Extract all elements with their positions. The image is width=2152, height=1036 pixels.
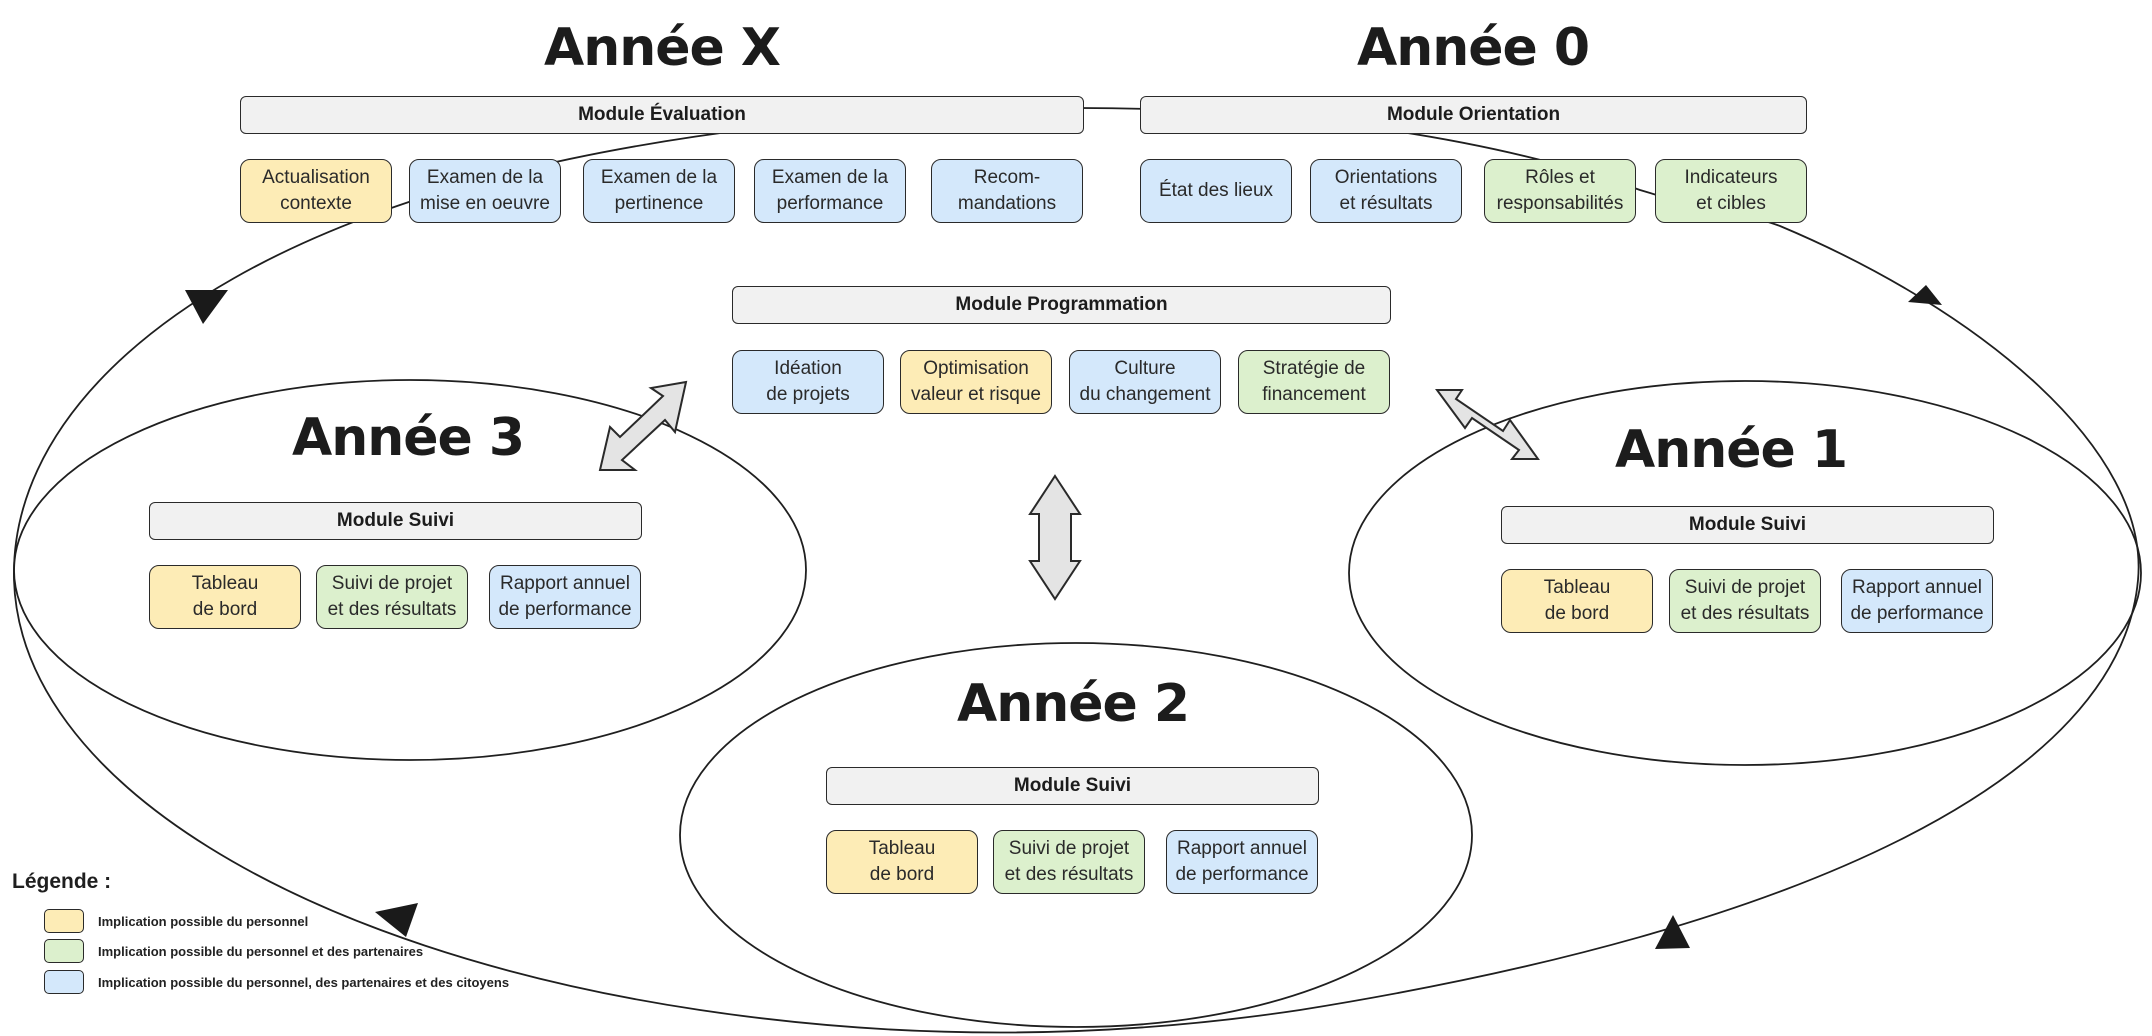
year-1-title: Année 1 — [1614, 420, 1848, 480]
legend-swatch — [44, 970, 84, 994]
item-suivi-projet-resultats: Suivi de projet et des résultats — [993, 830, 1145, 894]
legend-swatch — [44, 909, 84, 933]
legend-title: Légende : — [12, 870, 112, 893]
item-indicateurs-cibles: Indicateurs et cibles — [1655, 159, 1807, 223]
module-programmation-header: Module Programmation — [732, 286, 1391, 324]
legend-label: Implication possible du personnel — [98, 913, 309, 929]
item-examen-mise-en-oeuvre: Examen de la mise en oeuvre — [409, 159, 561, 223]
cycle-arrowhead-left-bottom — [375, 903, 418, 937]
item-suivi-projet-resultats: Suivi de projet et des résultats — [316, 565, 468, 629]
item-suivi-projet-resultats: Suivi de projet et des résultats — [1669, 569, 1821, 633]
item-tableau-de-bord: Tableau de bord — [826, 830, 978, 894]
item-tableau-de-bord: Tableau de bord — [149, 565, 301, 629]
bidirectional-arrow-programmation-year-1 — [1435, 389, 1540, 460]
module-orientation-header: Module Orientation — [1140, 96, 1807, 134]
year-3-title: Année 3 — [291, 408, 525, 468]
bidirectional-arrow-programmation-year-3 — [598, 380, 688, 471]
module-evaluation-header: Module Évaluation — [240, 96, 1084, 134]
cycle-arrowhead-right-top — [1908, 285, 1942, 305]
legend-item-staff-partners-citizens: Implication possible du personnel, des p… — [44, 970, 509, 994]
year-2-ellipse — [679, 642, 1473, 1028]
bidirectional-arrow-programmation-year-2 — [1028, 474, 1082, 601]
legend-swatch — [44, 939, 84, 963]
item-rapport-annuel-performance: Rapport annuel de performance — [1841, 569, 1993, 633]
module-suivi-year-3-header: Module Suivi — [149, 502, 642, 540]
module-suivi-year-2-header: Module Suivi — [826, 767, 1319, 805]
item-optimisation-valeur-risque: Optimisation valeur et risque — [900, 350, 1052, 414]
item-examen-performance: Examen de la performance — [754, 159, 906, 223]
cycle-arrowhead-right-bottom — [1655, 915, 1690, 949]
item-strategie-financement: Stratégie de financement — [1238, 350, 1390, 414]
legend-item-staff: Implication possible du personnel — [44, 909, 308, 933]
item-examen-pertinence: Examen de la pertinence — [583, 159, 735, 223]
item-rapport-annuel-performance: Rapport annuel de performance — [489, 565, 641, 629]
item-tableau-de-bord: Tableau de bord — [1501, 569, 1653, 633]
item-ideation-projets: Idéation de projets — [732, 350, 884, 414]
year-2-title: Année 2 — [956, 674, 1190, 734]
item-actualisation-contexte: Actualisation contexte — [240, 159, 392, 223]
legend-label: Implication possible du personnel et des… — [98, 943, 424, 959]
item-recommandations: Recom- mandations — [931, 159, 1083, 223]
item-rapport-annuel-performance: Rapport annuel de performance — [1166, 830, 1318, 894]
legend-item-staff-partners: Implication possible du personnel et des… — [44, 939, 423, 963]
cycle-arrowhead-left-top — [185, 290, 228, 324]
year-0-title: Année 0 — [1356, 18, 1590, 78]
module-suivi-year-1-header: Module Suivi — [1501, 506, 1994, 544]
item-culture-changement: Culture du changement — [1069, 350, 1221, 414]
item-orientations-resultats: Orientations et résultats — [1310, 159, 1462, 223]
year-1-ellipse — [1348, 380, 2142, 766]
legend-label: Implication possible du personnel, des p… — [98, 974, 510, 990]
item-roles-responsabilites: Rôles et responsabilités — [1484, 159, 1636, 223]
year-x-title: Année X — [543, 18, 781, 78]
item-etat-des-lieux: État des lieux — [1140, 159, 1292, 223]
